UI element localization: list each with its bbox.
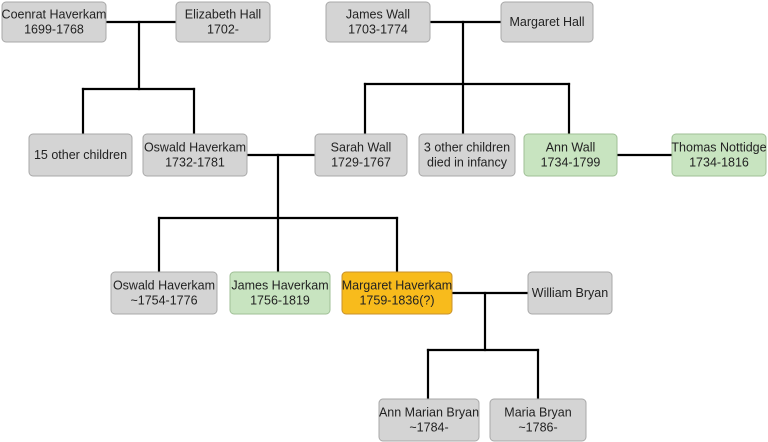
connector-lines [81, 20, 674, 401]
person-name: Oswald Haverkam [113, 279, 215, 293]
person-box-background [142, 133, 248, 177]
person-name: William Bryan [532, 286, 608, 300]
person-box-oswald-jr: Oswald Haverkam~1754-1776 [110, 271, 218, 315]
person-detail: ~1754-1776 [130, 294, 197, 308]
person-box-margaret-hall: Margaret Hall [500, 1, 594, 43]
person-name: Margaret Haverkam [342, 279, 452, 293]
person-detail: 1699-1768 [24, 23, 84, 37]
person-detail: 1759-1836(?) [359, 294, 434, 308]
person-box-background [1, 1, 107, 43]
person-box-maria: Maria Bryan~1786- [489, 398, 587, 442]
person-name: Coenrat Haverkam [2, 8, 107, 22]
person-box-background [229, 271, 331, 315]
person-box-background [500, 1, 594, 43]
person-name: Oswald Haverkam [144, 141, 246, 155]
person-name: Margaret Hall [509, 15, 584, 29]
person-box-background [523, 133, 618, 177]
person-box-william: William Bryan [527, 271, 613, 315]
person-name: Ann Marian Bryan [379, 406, 479, 420]
person-detail: 1734-1799 [541, 156, 601, 170]
person-detail: 1734-1816 [689, 156, 749, 170]
person-box-background [378, 398, 480, 442]
person-detail: ~1786- [518, 421, 557, 435]
person-name: James Haverkam [231, 279, 328, 293]
person-detail: died in infancy [427, 156, 508, 170]
person-box-background [418, 133, 516, 177]
person-name: 3 other children [424, 141, 510, 155]
person-name: James Wall [346, 8, 410, 22]
person-box-background [314, 133, 408, 177]
person-detail: ~1784- [409, 421, 448, 435]
person-box-ann-marian: Ann Marian Bryan~1784- [378, 398, 480, 442]
person-box-background [325, 1, 431, 43]
person-box-background [175, 1, 271, 43]
person-detail: 1703-1774 [348, 23, 408, 37]
person-name: Elizabeth Hall [185, 8, 261, 22]
person-detail: 1732-1781 [165, 156, 225, 170]
person-box-background [110, 271, 218, 315]
person-detail: 1729-1767 [331, 156, 391, 170]
person-box-other15: 15 other children [28, 133, 133, 177]
person-name: Thomas Nottidge [671, 141, 766, 155]
person-box-background [527, 271, 613, 315]
person-detail: 1702- [207, 23, 239, 37]
person-name: 15 other children [34, 148, 127, 162]
person-name: Maria Bryan [504, 406, 571, 420]
person-box-background [341, 271, 453, 315]
person-box-background [28, 133, 133, 177]
person-box-background [671, 133, 767, 177]
person-detail: 1756-1819 [250, 294, 310, 308]
person-name: Sarah Wall [331, 141, 392, 155]
person-box-background [489, 398, 587, 442]
person-name: Ann Wall [546, 141, 596, 155]
